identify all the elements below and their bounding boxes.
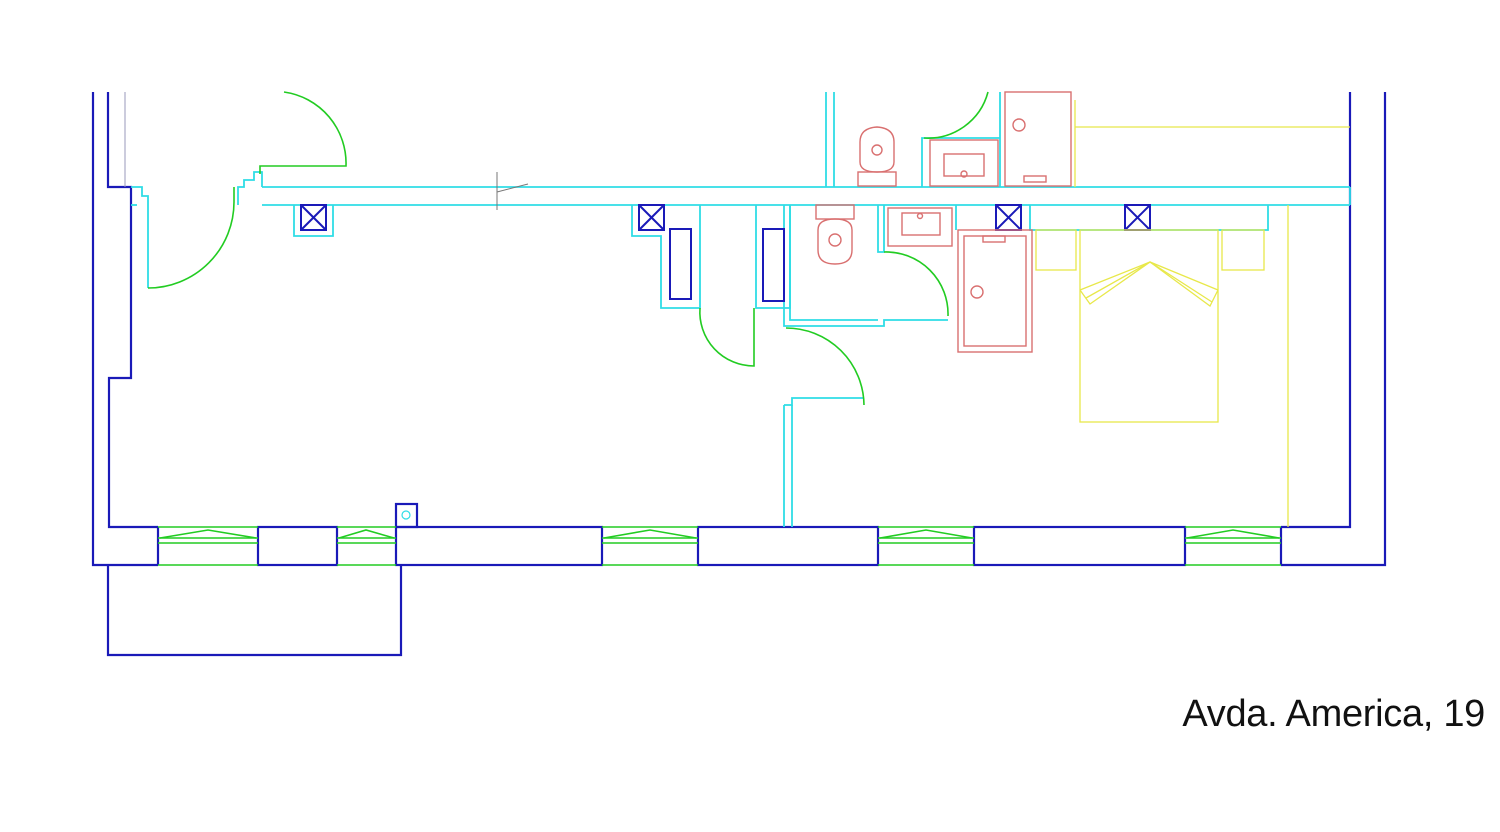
left-stub — [131, 186, 149, 288]
door-bath-1 — [883, 251, 949, 317]
toilet-bottom — [815, 204, 855, 265]
exterior-walls — [91, 92, 1387, 657]
left-outer-wall — [91, 92, 158, 567]
shaft-cross-2 — [638, 204, 665, 231]
window-5 — [1185, 526, 1281, 566]
ventilation-shafts — [300, 204, 1151, 302]
shaft-cross-3 — [995, 204, 1022, 231]
double-bed — [1035, 229, 1265, 423]
right-outer-wall — [1281, 92, 1387, 567]
wc-enclosure — [783, 205, 948, 327]
shaft-bar-2 — [762, 228, 785, 302]
shaft-1 — [293, 205, 334, 237]
column-circle — [401, 510, 411, 520]
shower-top — [1004, 91, 1072, 187]
window-2 — [337, 526, 396, 566]
shower-bottom — [957, 229, 1033, 353]
corridor-step-left — [237, 171, 263, 205]
section-marks — [496, 172, 529, 210]
sanitary-fixtures — [815, 91, 1072, 353]
shaft-2 — [631, 205, 701, 309]
bath-vertical-a — [877, 205, 885, 253]
window-1 — [158, 526, 258, 566]
sink-bottom — [887, 207, 953, 247]
furniture — [1035, 100, 1350, 527]
door-bedroom — [785, 327, 865, 406]
door-left-room — [147, 187, 235, 289]
door-bath-2 — [923, 91, 989, 139]
right-inner-wall — [1281, 92, 1352, 529]
balcony-outline — [106, 565, 403, 657]
partitions — [131, 92, 1351, 527]
doors — [147, 91, 1281, 566]
window-4 — [878, 526, 974, 566]
shaft-cross-1 — [300, 204, 327, 231]
address-label: Avda. America, 19 — [1182, 693, 1485, 735]
lower-partition-top — [784, 397, 864, 406]
sink-top — [929, 139, 999, 187]
column-square — [394, 502, 419, 529]
left-inner-wall — [106, 92, 158, 529]
wc-enclosure-inner — [789, 205, 878, 321]
wall-pier-1 — [256, 525, 339, 567]
toilet-top — [857, 126, 897, 187]
shaft-bar-1 — [669, 228, 692, 300]
wall-pier-4 — [972, 525, 1187, 567]
top-bath-wall — [921, 137, 1000, 187]
door-shaft — [699, 307, 755, 367]
wall-pier-3 — [696, 525, 880, 567]
wall-pier-2 — [394, 525, 604, 567]
door-entrance — [259, 91, 347, 174]
window-3 — [602, 526, 698, 566]
shaft-cross-4 — [1124, 204, 1151, 231]
